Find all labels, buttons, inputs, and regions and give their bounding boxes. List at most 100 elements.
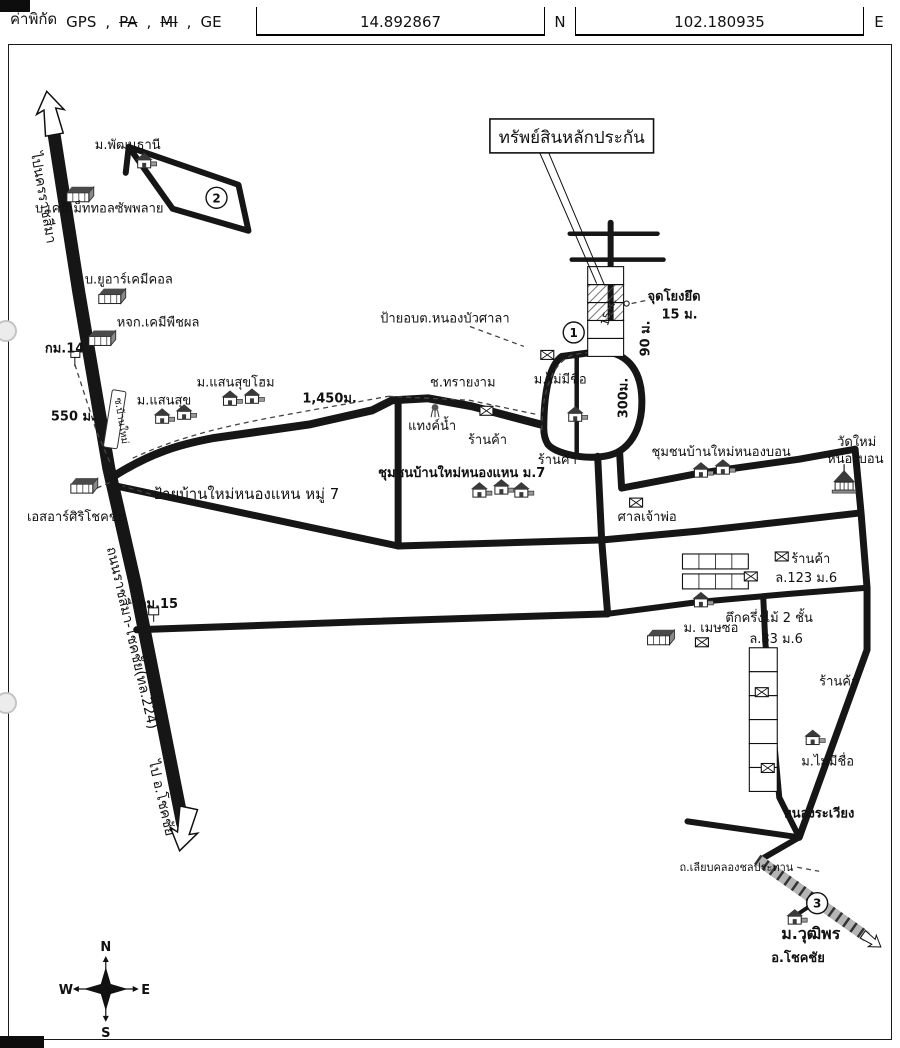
map-label: ชุมชนบ้านใหม่หนองแหน ม.7 <box>378 464 545 481</box>
punch-hole <box>0 320 17 342</box>
map-label: ป้ายบ้านใหม่หนองแหน หมู่ 7 <box>153 485 340 503</box>
map-canvas: ม.พัฒนธานีบ.เคมีเม็ททอลซัพพลายบ.ยูอาร์เค… <box>8 44 892 1040</box>
map-label: 300ม. <box>617 378 632 419</box>
map-label: ร้านค้า <box>468 433 507 448</box>
house-icon <box>803 729 826 746</box>
map-label: 15 ม. <box>662 308 698 323</box>
map-label: ล.83 ม.6 <box>749 632 803 647</box>
scan-artifact-bar <box>0 1036 44 1048</box>
map-label: เอสอาร์ศิริโชคชัย <box>27 509 125 525</box>
map-label: ร้านค้า <box>819 675 858 690</box>
km14-marker <box>70 350 81 367</box>
shop-sign-icon <box>760 762 775 774</box>
map-label: 550 ม. <box>51 409 96 424</box>
road-highway-224 <box>46 120 190 830</box>
map-label: ศาลเจ้าพ่อ <box>618 510 677 525</box>
map-label: ม.แสนสุข <box>137 393 192 408</box>
road-east-edge <box>795 445 871 841</box>
scan-artifact-bar <box>0 0 30 12</box>
dashed-route-loop <box>541 349 604 431</box>
coord-title: ค่าพิกัด <box>10 10 58 28</box>
map-label: 1,450ม. <box>302 391 357 406</box>
temple-icon <box>831 463 857 494</box>
land-parcel <box>587 337 625 357</box>
km15-marker <box>148 607 160 622</box>
map-label: บ.เคมีเม็ททอลซัพพลาย <box>35 199 164 217</box>
shop-sign-icon <box>743 571 758 582</box>
longitude-cell: 102.180935 <box>575 7 864 36</box>
dashed-sign-pointer <box>122 485 151 495</box>
dashed-anchor-point <box>631 299 646 305</box>
road-south-east <box>604 584 869 617</box>
latitude-direction: N <box>554 13 566 31</box>
road-village-block <box>394 400 604 550</box>
comma: , <box>146 13 152 31</box>
map-label: ม.ไม่มีชื่อ <box>801 752 854 769</box>
circled-number-3: 3 <box>805 892 829 915</box>
dashed-route-2 <box>388 395 536 415</box>
map-label: ตึกครึ่งไม้ 2 ชั้น <box>725 608 813 626</box>
house-icon <box>512 481 535 498</box>
map-label: แทงค์น้ำ <box>408 416 456 434</box>
road-east-mid <box>598 509 863 544</box>
dashed-sr-pointer <box>96 481 112 489</box>
shop-sign-icon <box>479 405 494 416</box>
house-icon <box>470 481 493 498</box>
map-label: ม.วุฒิพร <box>781 924 840 944</box>
gps-option-ge: GE <box>200 13 222 31</box>
latitude-cell: 14.892867 <box>256 7 545 36</box>
circled-number-text: 1 <box>570 326 578 340</box>
map-label: หนองระเวียง <box>783 806 854 821</box>
circled-number-text: 3 <box>813 897 821 911</box>
anchor-point-marker <box>623 300 630 307</box>
shop-sign-icon <box>694 637 709 648</box>
map-label: กม.14 <box>45 341 84 356</box>
punch-hole <box>0 692 17 714</box>
gps-label: GPS <box>66 13 97 31</box>
gps-option-mi: MI <box>160 13 178 31</box>
map-label: หจก.เคมีพืชผล <box>117 314 200 330</box>
map-label: ม.แสนสุขโฮม <box>197 374 275 390</box>
compass-rose: N S W E <box>59 940 150 1039</box>
shop-sign-icon <box>754 687 769 698</box>
latitude-value: 14.892867 <box>359 13 442 31</box>
rowhouse-block <box>681 573 749 590</box>
gps-option-pa: PA <box>119 13 138 31</box>
road-diagonal-village <box>113 482 402 550</box>
longitude-value: 102.180935 <box>674 13 765 31</box>
map-label: 90 ม. <box>639 320 654 356</box>
arrow-to-nakhonratchasima-icon <box>32 88 69 138</box>
dashed-canal-label-arrow <box>797 866 820 872</box>
house-icon <box>566 405 589 422</box>
roadside-signboard <box>103 389 127 450</box>
map-label: ป้ายอบต.หนองบัวศาลา <box>380 311 509 326</box>
land-parcel <box>748 719 778 745</box>
map-label: วัดใหม่ <box>837 434 876 450</box>
road-center-vertical <box>594 452 612 618</box>
compass-star-icon <box>83 967 128 1011</box>
factory-icon <box>647 629 675 646</box>
house-icon <box>492 478 515 495</box>
factory-icon <box>70 477 99 494</box>
circled-number-text: 2 <box>212 191 220 205</box>
gps-header-left: ค่าพิกัด GPS , PA , MI , GE <box>6 7 256 36</box>
comma: , <box>105 13 111 31</box>
compass-north-label: N <box>100 940 111 955</box>
shop-sign-icon <box>540 349 555 360</box>
road-bottom-west <box>684 818 803 863</box>
map-label: บ.ยูอาร์เคมีคอล <box>85 272 173 288</box>
road-feeder-east <box>106 394 544 483</box>
map-label: ล.123 ม.6 <box>775 571 837 586</box>
dashed-550m <box>74 364 112 465</box>
map-label: ถ.เลียบคลองชลประทาน <box>679 861 793 874</box>
map-label: ชุมชนบ้านใหม่หนองบอน <box>652 444 791 460</box>
factory-icon <box>88 329 117 346</box>
map-label: ร้านค้า <box>538 453 577 468</box>
compass-west-label: W <box>59 983 73 998</box>
house-icon <box>242 387 265 404</box>
house-icon <box>153 407 176 424</box>
compass-east-label: E <box>141 983 150 998</box>
collateral-label-box: ทรัพย์สินหลักประกัน <box>489 118 655 286</box>
shop-sign-icon <box>629 497 644 508</box>
map-label: ม.ไม่มีชื่อ <box>534 370 587 387</box>
